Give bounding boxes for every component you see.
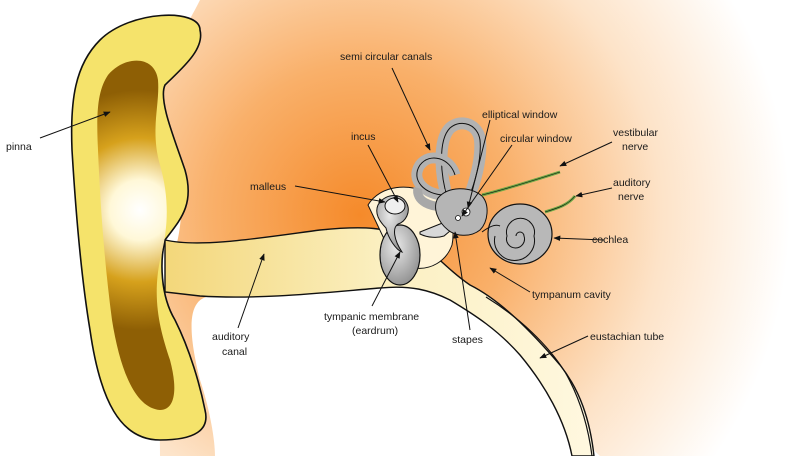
- label-tympanum-cavity: tympanum cavity: [532, 289, 612, 301]
- label-semicircular-canals: semi circular canals: [340, 51, 432, 63]
- label-vestibular-nerve-line2: nerve: [622, 141, 648, 153]
- incus-shape: [384, 197, 406, 215]
- incus-leader: [367, 144, 399, 203]
- pinna-leader: [39, 111, 111, 139]
- vestibule-shape: [435, 188, 488, 236]
- label-vestibular-nerve-line1: vestibular: [613, 127, 658, 139]
- tympanum-cavity-leader: [489, 267, 531, 293]
- eustachian-tube-leader: [539, 335, 589, 359]
- label-malleus: malleus: [250, 181, 286, 193]
- label-circular-window: circular window: [500, 133, 572, 145]
- vestibular-nerve-outline: [481, 171, 561, 196]
- label-tympanic-membrane-line1: tympanic membrane: [324, 311, 419, 323]
- label-incus: incus: [351, 131, 376, 143]
- circular-window-leader: [461, 144, 513, 217]
- label-auditory-canal-line1: auditory: [212, 331, 250, 343]
- elliptical-window-leader: [466, 119, 491, 209]
- auditory-nerve-outline: [544, 195, 576, 213]
- cochlea-shape: [481, 203, 553, 265]
- label-cochlea: cochlea: [592, 234, 628, 246]
- label-eustachian-tube: eustachian tube: [590, 331, 664, 343]
- vestibular-nerve-leader: [559, 141, 613, 167]
- auditory-canal-shape: [164, 227, 595, 456]
- label-auditory-nerve-line2: nerve: [618, 191, 644, 203]
- auditory-nerve-leader: [575, 187, 613, 198]
- semicircular-canals-leader: [391, 67, 431, 151]
- tympanic-membrane-leader: [371, 251, 401, 307]
- pinna-inner-shape: [97, 60, 175, 410]
- label-auditory-canal-line2: canal: [222, 346, 247, 358]
- label-elliptical-window: elliptical window: [482, 109, 558, 121]
- malleus-leader: [294, 185, 386, 204]
- auditory-canal-leader: [237, 253, 265, 329]
- label-stapes: stapes: [452, 334, 483, 346]
- label-tympanic-membrane-line2: (eardrum): [352, 325, 398, 337]
- stapes-leader: [453, 231, 471, 331]
- label-pinna: pinna: [6, 141, 32, 153]
- tympanic-membrane-shape: [379, 224, 421, 286]
- cochlea-leader: [553, 235, 605, 242]
- label-auditory-nerve-line1: auditory: [613, 177, 651, 189]
- circular-window-shape: [455, 215, 461, 221]
- eustachian-tube-outline: [485, 296, 593, 456]
